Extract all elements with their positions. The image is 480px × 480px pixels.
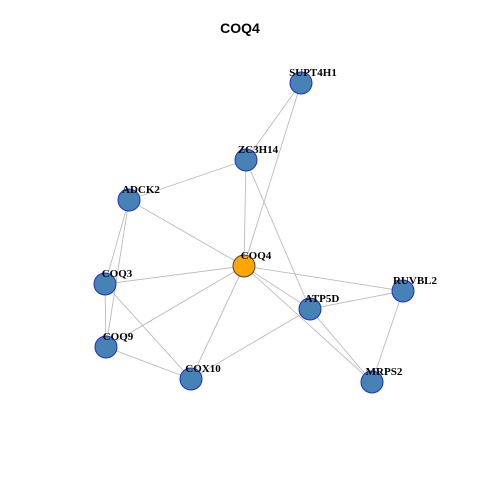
edge-coq3-cox10: [104, 283, 192, 380]
node-label: COQ3: [102, 268, 133, 280]
node-coq9[interactable]: COQ9: [94, 331, 134, 359]
edge-atp5d-mrps2: [309, 308, 373, 383]
edge-coq4-cox10: [190, 265, 245, 380]
edge-coq4-coq9: [105, 265, 245, 348]
node-cox10[interactable]: COX10: [179, 363, 221, 391]
node-coq3[interactable]: COQ3: [93, 268, 133, 296]
node-circle[interactable]: [234, 148, 258, 172]
node-coq4[interactable]: COQ4: [232, 250, 272, 278]
node-mrps2[interactable]: MRPS2: [360, 366, 403, 394]
node-label: RUVBL2: [393, 275, 438, 287]
edge-cox10-atp5d: [190, 308, 311, 380]
node-circle[interactable]: [117, 188, 141, 212]
edge-zc3h14-adck2: [128, 159, 247, 201]
node-circle[interactable]: [93, 272, 117, 296]
node-circle[interactable]: [232, 254, 256, 278]
node-atp5d[interactable]: ATP5D: [298, 293, 340, 321]
edge-ruvbl2-mrps2: [371, 290, 404, 383]
edge-adck2-coq4: [128, 199, 245, 267]
edge-layer: [104, 82, 404, 383]
node-circle[interactable]: [179, 367, 203, 391]
node-ruvbl2[interactable]: RUVBL2: [391, 275, 438, 303]
edge-adck2-coq9: [105, 199, 130, 348]
edge-coq4-atp5d: [243, 265, 311, 310]
edge-coq4-ruvbl2: [243, 265, 404, 292]
edge-zc3h14-atp5d: [245, 159, 311, 310]
node-adck2[interactable]: ADCK2: [117, 184, 160, 212]
edge-supt4h1-zc3h14: [245, 82, 302, 161]
edge-zc3h14-coq4: [243, 159, 247, 267]
edge-adck2-coq3: [104, 199, 130, 285]
node-label: ADCK2: [122, 184, 160, 196]
node-label: ATP5D: [305, 293, 340, 305]
edge-supt4h1-coq4: [243, 82, 302, 267]
node-circle[interactable]: [391, 279, 415, 303]
node-label: ZC3H14: [238, 144, 279, 156]
node-zc3h14[interactable]: ZC3H14: [234, 144, 279, 172]
diagram-title: COQ4: [220, 20, 260, 36]
node-circle[interactable]: [94, 335, 118, 359]
node-circle[interactable]: [360, 370, 384, 394]
node-label: COQ9: [103, 331, 134, 343]
node-circle[interactable]: [298, 297, 322, 321]
node-label: MRPS2: [366, 366, 403, 378]
node-supt4h1[interactable]: SUPT4H1: [289, 67, 337, 95]
node-label: COX10: [185, 363, 221, 375]
edge-coq4-mrps2: [243, 265, 373, 383]
edge-coq4-coq3: [104, 265, 245, 285]
node-label: COQ4: [241, 250, 272, 262]
edge-coq9-cox10: [105, 346, 192, 380]
node-label: SUPT4H1: [289, 67, 337, 79]
node-circle[interactable]: [289, 71, 313, 95]
edge-atp5d-ruvbl2: [309, 290, 404, 310]
